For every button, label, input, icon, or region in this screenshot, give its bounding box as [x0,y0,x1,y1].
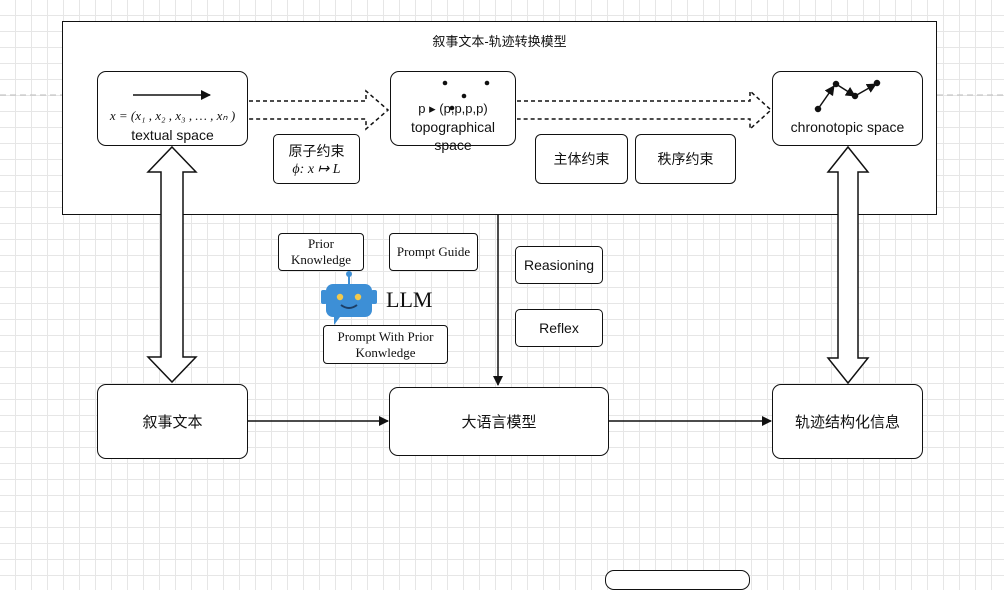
background-guides [0,94,1004,96]
subject-constraint-node[interactable]: 主体约束 [535,134,628,184]
atomic-constraint-title: 原子约束 [288,142,345,159]
panel-title: 叙事文本-轨迹转换模型 [432,34,567,49]
dashed-arrow-textual-to-topo [249,89,390,131]
dashed-arrow-topo-to-chrono [517,89,773,131]
textual-space-node[interactable]: x = (x₁ , x₂ , x₃ , … , xₙ ) textual spa… [97,71,248,146]
topo-points-icon [442,80,490,111]
robot-icon [321,271,377,325]
prior-knowledge-node[interactable]: Prior Knowledge [278,233,364,271]
llm-label: LLM [386,287,433,312]
structured-trajectory-node[interactable]: 轨迹结构化信息 [772,384,923,459]
order-constraint-node[interactable]: 秩序约束 [635,134,736,184]
reasoning-node[interactable]: Reasioning [515,246,603,284]
connectors-layer [133,79,881,426]
trajectory-icon [814,79,881,113]
double-arrow-right [826,145,870,385]
atomic-constraint-formula: ϕ: x ↦ L [292,161,341,177]
narrative-text-node[interactable]: 叙事文本 [97,384,248,459]
textual-space-label: textual space [131,127,214,143]
chronotopic-label: chronotopic space [790,119,905,135]
chronotopic-space-node[interactable]: chronotopic space [772,71,923,146]
atomic-constraint-node[interactable]: 原子约束 ϕ: x ↦ L [273,134,360,184]
textual-formula: x = (x₁ , x₂ , x₃ , … , xₙ ) [109,108,236,123]
reflex-node[interactable]: Reflex [515,309,603,347]
prompt-guide-node[interactable]: Prompt Guide [389,233,478,271]
prompt-with-prior-node[interactable]: Prompt With Prior Konwledge [323,325,448,364]
topo-label-line2: space [434,137,472,153]
double-arrow-left [146,145,198,384]
large-language-model-node[interactable]: 大语言模型 [389,387,609,456]
topo-label-line1: topographical [410,119,496,135]
